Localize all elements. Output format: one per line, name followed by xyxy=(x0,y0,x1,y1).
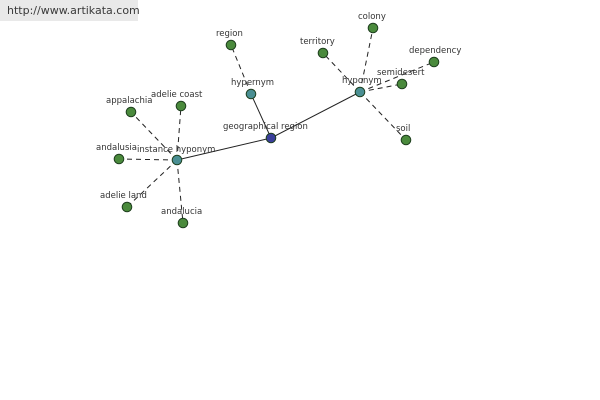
edge-geographical-region-to-instance-hyponym-rel xyxy=(176,137,272,161)
edge-instance-hyponym-rel-to-andalucia xyxy=(176,159,184,224)
node-appalachia[interactable] xyxy=(125,106,137,118)
node-label-hyponym-rel[interactable]: hyponym xyxy=(342,76,382,86)
labels-layer: geographical region hypernym hyponym instan… xyxy=(96,12,461,217)
node-region[interactable] xyxy=(225,39,237,51)
node-label-colony[interactable]: colony xyxy=(358,12,386,22)
node-geographical-region[interactable] xyxy=(265,132,277,144)
edge-instance-hyponym-rel-to-adelie-land xyxy=(126,159,178,208)
url-link[interactable]: http://www.artikata.com xyxy=(7,4,140,17)
node-label-adelie-land[interactable]: adelie land xyxy=(100,191,147,201)
url-banner: http://www.artikata.com xyxy=(0,0,140,21)
node-label-appalachia[interactable]: appalachia xyxy=(106,96,152,106)
node-adelie-coast[interactable] xyxy=(175,100,187,112)
node-dependency[interactable] xyxy=(428,56,440,68)
edge-hyponym-rel-to-colony xyxy=(359,27,374,93)
node-hyponym-rel[interactable] xyxy=(354,86,366,98)
edges-layer xyxy=(118,27,435,224)
edge-geographical-region-to-hyponym-rel xyxy=(270,91,361,139)
nodes-layer xyxy=(113,22,440,229)
edge-hyponym-rel-to-dependency xyxy=(359,61,435,93)
edge-instance-hyponym-rel-to-adelie-coast xyxy=(176,105,182,161)
edge-instance-hyponym-rel-to-appalachia xyxy=(130,111,178,161)
node-territory[interactable] xyxy=(317,47,329,59)
node-label-territory[interactable]: territory xyxy=(300,37,335,47)
node-soil[interactable] xyxy=(400,134,412,146)
node-label-region[interactable]: region xyxy=(216,29,243,39)
node-andalusia[interactable] xyxy=(113,153,125,165)
node-semidesert[interactable] xyxy=(396,78,408,90)
node-label-andalusia[interactable]: andalusia xyxy=(96,143,137,153)
node-andalucia[interactable] xyxy=(177,217,189,229)
node-label-hypernym-rel[interactable]: hypernym xyxy=(231,78,274,88)
node-instance-hyponym-rel[interactable] xyxy=(171,154,183,166)
node-adelie-land[interactable] xyxy=(121,201,133,213)
edge-hyponym-rel-to-territory xyxy=(322,52,361,93)
edge-hyponym-rel-to-semidesert xyxy=(359,83,403,93)
node-label-geographical-region[interactable]: geographical region xyxy=(223,122,308,132)
node-label-adelie-coast[interactable]: adelie coast xyxy=(151,90,203,100)
node-label-dependency[interactable]: dependency xyxy=(409,46,461,56)
edge-hyponym-rel-to-soil xyxy=(359,91,407,141)
node-colony[interactable] xyxy=(367,22,379,34)
node-hypernym-rel[interactable] xyxy=(245,88,257,100)
node-label-andalucia[interactable]: andalucia xyxy=(161,207,202,217)
node-label-semidesert[interactable]: semidesert xyxy=(377,68,425,78)
edge-instance-hyponym-rel-to-andalusia xyxy=(118,158,178,161)
node-label-instance-hyponym-rel[interactable]: instance hyponym xyxy=(137,145,215,155)
edge-geographical-region-to-hypernym-rel xyxy=(250,93,272,139)
node-label-soil[interactable]: soil xyxy=(396,124,410,134)
